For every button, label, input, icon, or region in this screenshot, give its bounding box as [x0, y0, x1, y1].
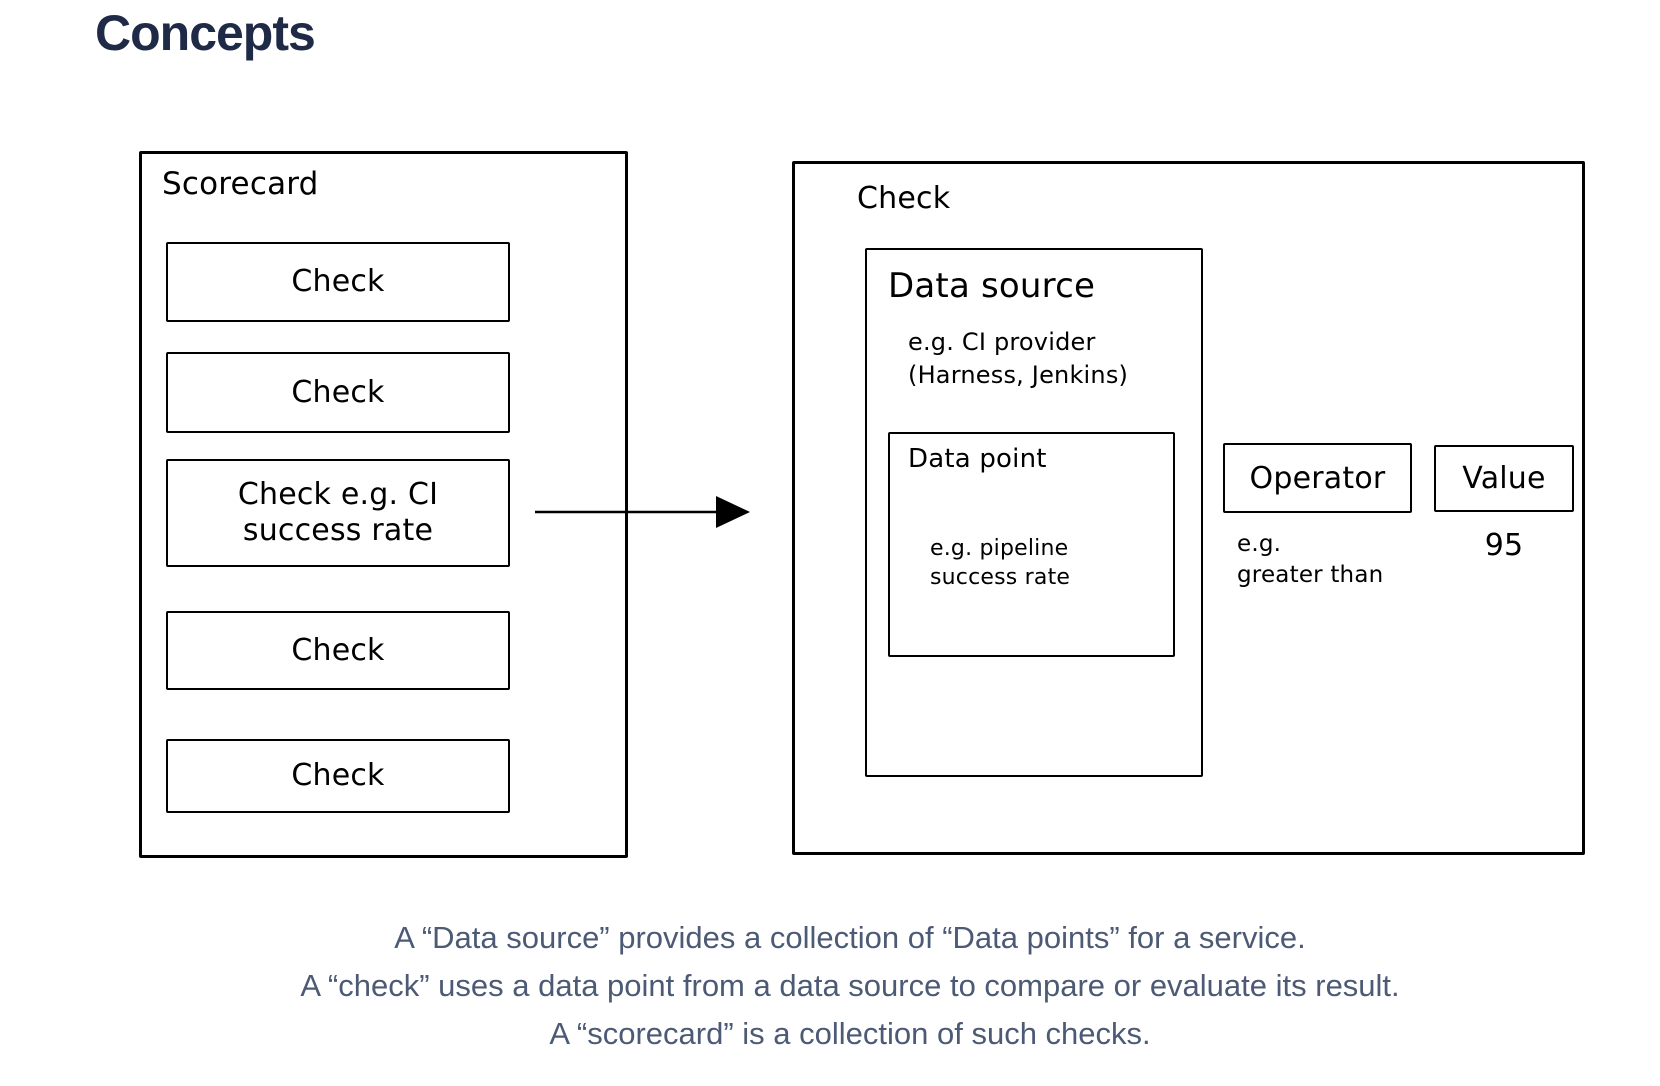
- page-title: Concepts: [95, 5, 316, 61]
- scorecard-label: Scorecard: [162, 166, 319, 202]
- data-point-label: Data point: [908, 444, 1047, 474]
- data-source-label: Data source: [888, 266, 1096, 306]
- check-box: Check: [166, 739, 510, 813]
- data-point-box: [888, 432, 1175, 657]
- check-label: Check: [291, 374, 385, 410]
- operator-label: Operator: [1249, 460, 1386, 496]
- operator-box: Operator: [1223, 443, 1412, 513]
- caption-line: A “scorecard” is a collection of such ch…: [549, 1016, 1151, 1051]
- check-detail-label: Check: [857, 181, 951, 216]
- data-source-example: e.g. CI provider (Harness, Jenkins): [908, 328, 1129, 389]
- caption-line: A “Data source” provides a collection of…: [394, 920, 1306, 955]
- check-box: Check: [166, 352, 510, 433]
- check-box: Check: [166, 242, 510, 322]
- data-point-example: e.g. pipeline success rate: [930, 536, 1071, 590]
- value-box: Value: [1434, 445, 1574, 512]
- caption-block: A “Data source” provides a collection of…: [60, 914, 1640, 1058]
- value-example: 95: [1484, 528, 1524, 563]
- operator-example: e.g. greater than: [1237, 531, 1384, 588]
- check-label: Check: [291, 264, 385, 299]
- check-label: Check: [291, 758, 385, 793]
- check-box: Check: [166, 611, 510, 690]
- caption-line: A “check” uses a data point from a data …: [300, 968, 1400, 1003]
- check-box-ci-success-rate: Check e.g. CI success rate: [166, 459, 510, 567]
- flow-arrow-icon: [535, 496, 750, 528]
- check-label: Check e.g. CI success rate: [237, 477, 439, 548]
- check-label: Check: [291, 632, 385, 668]
- value-label: Value: [1462, 461, 1546, 496]
